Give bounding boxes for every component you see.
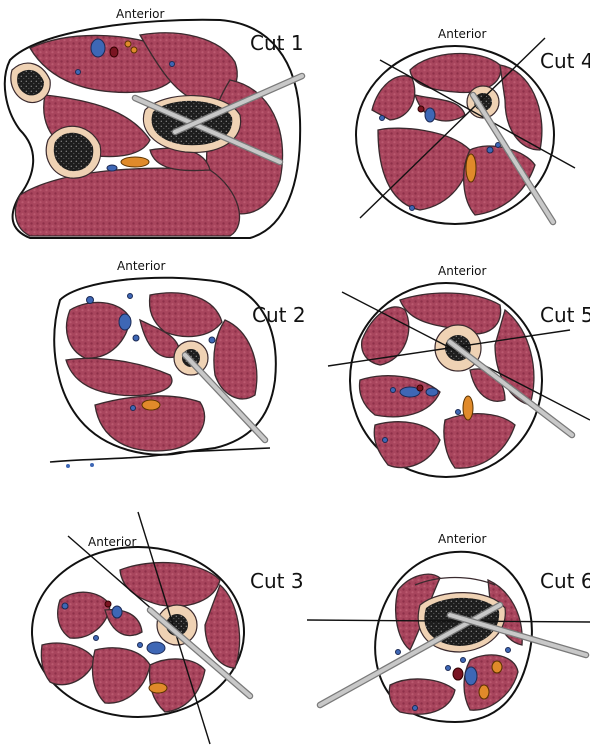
guide-line <box>307 620 590 622</box>
vein <box>112 606 122 618</box>
vessel <box>170 62 175 67</box>
nerve <box>125 41 131 47</box>
vein <box>91 39 105 57</box>
panel-cut-5: Anterior Cut 5 <box>328 264 590 477</box>
nerve <box>121 157 149 167</box>
vessel <box>138 643 143 648</box>
vessel <box>413 706 418 711</box>
vessel <box>383 438 388 443</box>
artery <box>105 601 111 607</box>
vessel <box>380 116 385 121</box>
anterior-label: Anterior <box>88 535 137 549</box>
artery <box>110 47 118 57</box>
vessel <box>461 658 466 663</box>
cut-label: Cut 2 <box>252 303 306 327</box>
cut-label: Cut 3 <box>250 569 304 593</box>
muscle <box>444 414 515 469</box>
panel-cut-3: Anterior Cut 3 <box>32 512 304 744</box>
vessel <box>133 335 139 341</box>
vessel <box>94 636 99 641</box>
vessel <box>209 337 215 343</box>
vessel <box>446 666 451 671</box>
artery <box>418 106 424 112</box>
anterior-label: Anterior <box>116 7 165 21</box>
nerve <box>492 661 502 673</box>
nerve <box>149 683 167 693</box>
vein <box>119 314 131 330</box>
anterior-label: Anterior <box>438 27 487 41</box>
anterior-label: Anterior <box>438 532 487 546</box>
anterior-label: Anterior <box>117 259 166 273</box>
vessel <box>506 648 511 653</box>
nerve <box>463 396 473 420</box>
panel-cut-6: Anterior Cut 6 <box>307 532 590 722</box>
panel-cut-2: Anterior Cut 2 <box>50 259 306 468</box>
cut-label: Cut 4 <box>540 49 590 73</box>
anterior-label: Anterior <box>438 264 487 278</box>
vessel <box>456 410 461 415</box>
nerve <box>466 154 476 182</box>
nerve <box>479 685 489 699</box>
vessel <box>391 388 396 393</box>
panel-cut-4: Anterior Cut 4 <box>356 27 590 224</box>
vein <box>465 667 477 685</box>
vessel <box>62 603 68 609</box>
vessel <box>410 206 415 211</box>
cut-label: Cut 6 <box>540 569 590 593</box>
artery <box>417 385 423 391</box>
artery <box>453 668 463 680</box>
vessel <box>487 147 493 153</box>
vessel <box>76 70 81 75</box>
vessel <box>87 297 94 304</box>
panel-cut-1: Anterior Cut 1 <box>5 7 304 238</box>
vessel <box>396 650 401 655</box>
nerve <box>131 47 137 53</box>
vein <box>426 388 438 396</box>
vessel <box>128 294 133 299</box>
cut-label: Cut 1 <box>250 31 304 55</box>
vein <box>425 108 435 122</box>
vein <box>107 165 117 171</box>
nerve <box>142 400 160 410</box>
vessel <box>90 463 94 467</box>
vessel <box>131 406 136 411</box>
vein <box>147 642 165 654</box>
cut-label: Cut 5 <box>540 303 590 327</box>
vessel <box>66 464 70 468</box>
